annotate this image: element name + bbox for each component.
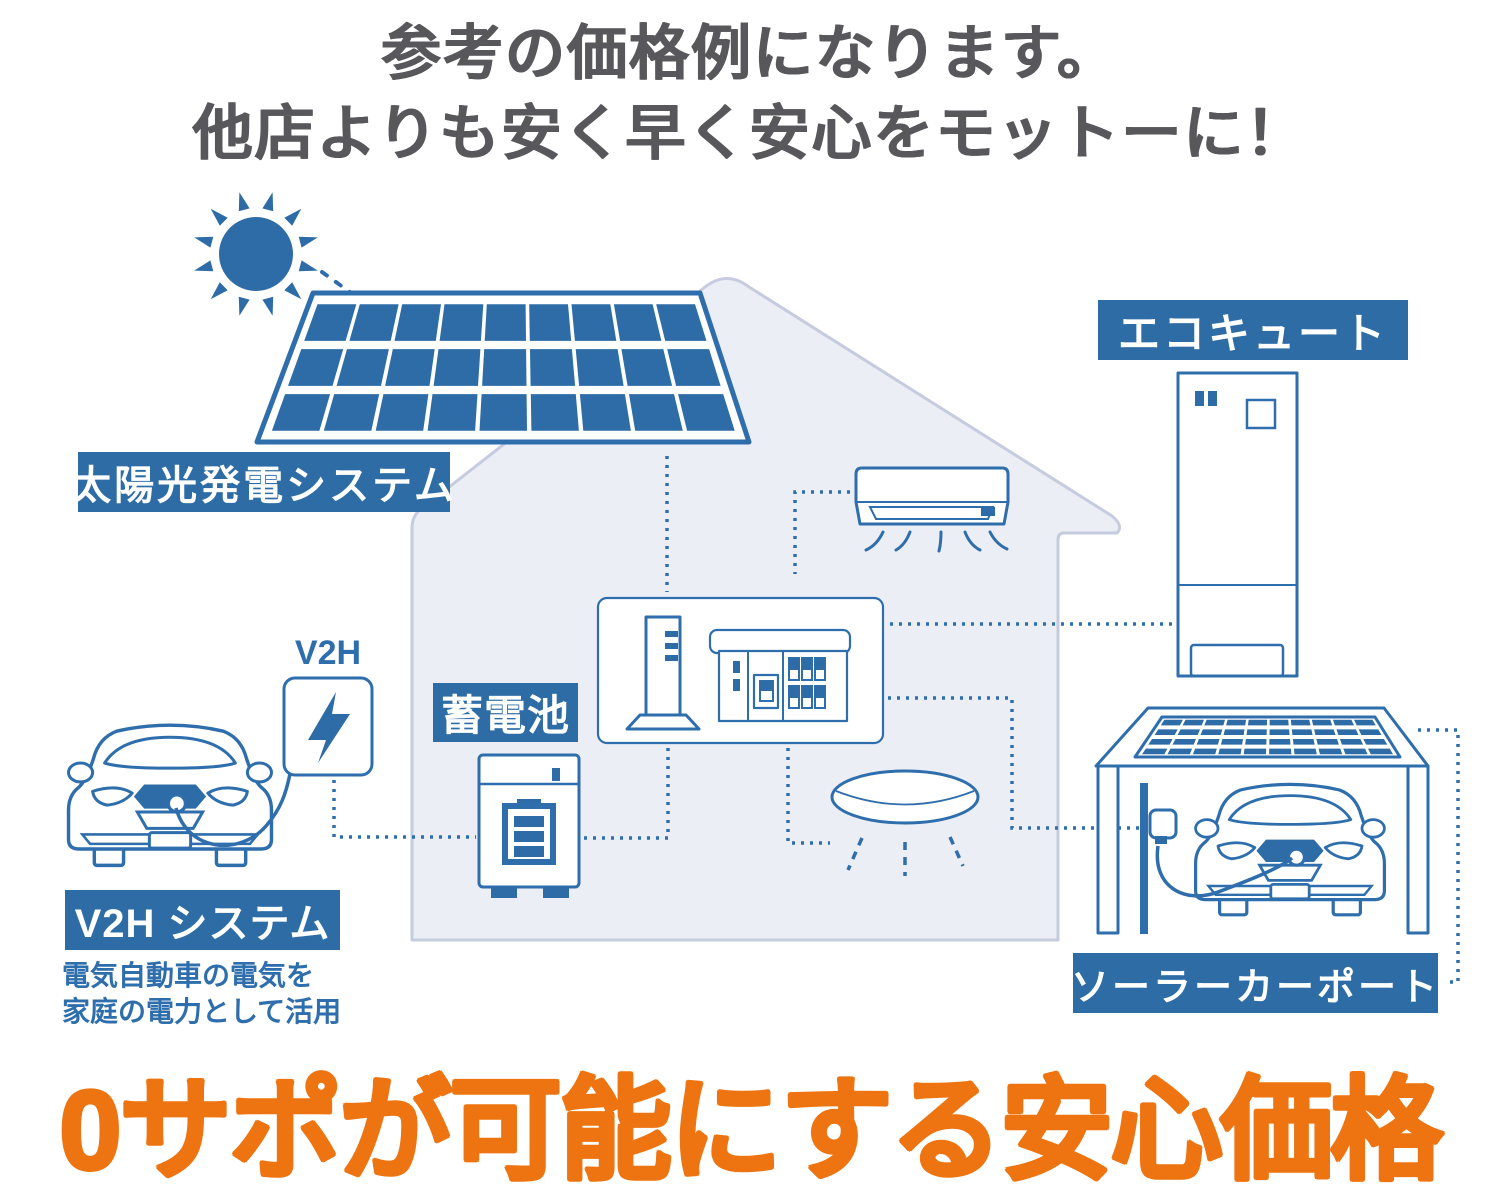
distribution-board-icon (708, 628, 852, 723)
connector-carport-charger (888, 696, 1140, 830)
page-heading: 参考の価格例になります。 他店よりも安く早く安心をモットーに！ (0, 14, 1500, 174)
v2h-description: 電気自動車の電気を 家庭の電力として活用 (62, 958, 341, 1030)
label-v2h-unit: V2H (294, 634, 362, 672)
ecocute-unit (1176, 371, 1299, 678)
heading-line-1: 参考の価格例になります。 (381, 20, 1119, 87)
label-v2h-system: V2H システム (65, 890, 340, 950)
ev-car-carport (1193, 782, 1387, 917)
ceiling-light-icon (830, 769, 980, 876)
label-storage-battery: 蓄電池 (433, 683, 578, 742)
connector-battery (584, 748, 670, 840)
label-solar-carport: ソーラーカーポート (1071, 953, 1438, 1013)
solar-carport (1094, 706, 1430, 935)
power-equipment-box (596, 596, 885, 745)
v2h-description-line-2: 家庭の電力として活用 (62, 996, 342, 1027)
storage-battery-unit (477, 753, 581, 898)
v2h-cable (174, 773, 292, 848)
connector-v2h-to-battery (332, 780, 476, 839)
battery-icon (502, 799, 556, 865)
footer-headline: 0サポが可能にする安心価格 (59, 1068, 1442, 1193)
connector-carport-label (1418, 728, 1460, 984)
sun-icon (194, 192, 318, 316)
v2h-group (66, 676, 374, 868)
solar-panel (254, 290, 752, 445)
lightning-bolt-icon (308, 692, 350, 763)
heading-line-2: 他店よりも安く早く安心をモットーに！ (192, 100, 1308, 167)
ev-charger-icon (1140, 783, 1294, 934)
connector-aircon (793, 490, 850, 574)
label-solar-power-system: 太陽光発電システム (71, 452, 454, 512)
power-conditioner-icon (625, 615, 701, 731)
v2h-description-line-1: 電気自動車の電気を (62, 960, 315, 991)
air-conditioner-icon (854, 466, 1010, 553)
label-ecocute: エコキュート (1098, 300, 1408, 360)
